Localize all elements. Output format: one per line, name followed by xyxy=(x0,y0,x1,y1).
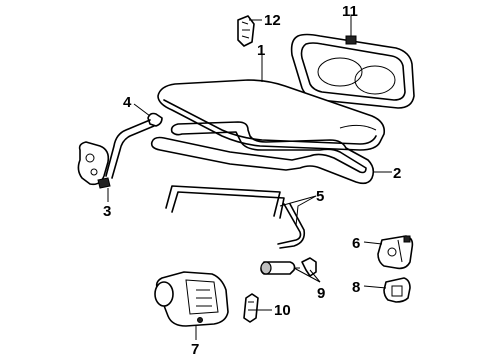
callout-4: 4 xyxy=(123,94,132,111)
callout-11: 11 xyxy=(342,3,358,20)
callout-7: 7 xyxy=(191,341,199,358)
callout-3: 3 xyxy=(103,203,111,220)
leader-lines xyxy=(107,16,392,340)
callout-6: 6 xyxy=(352,235,360,252)
callout-10: 10 xyxy=(274,302,291,319)
part-8-striker xyxy=(383,277,411,303)
callout-labels: 1 2 3 4 5 6 7 8 9 10 11 12 xyxy=(103,3,401,358)
callout-9: 9 xyxy=(317,285,325,302)
callout-1: 1 xyxy=(257,42,265,59)
part-5-support-rod xyxy=(165,185,306,249)
part-2-weatherstrip xyxy=(150,121,375,185)
callout-8: 8 xyxy=(352,279,360,296)
callout-5: 5 xyxy=(316,188,324,205)
part-3-hinge xyxy=(77,119,155,189)
part-4-bumper xyxy=(147,112,163,127)
part-11-trim-panel xyxy=(290,33,415,109)
part-1-trunk-lid xyxy=(157,79,386,151)
part-7-actuator xyxy=(154,271,229,327)
callout-2: 2 xyxy=(393,165,401,182)
part-10-clip xyxy=(243,293,259,323)
part-9-lock-cylinder xyxy=(260,257,317,277)
part-6-latch xyxy=(377,235,414,270)
part-12-clip xyxy=(237,15,255,47)
callout-12: 12 xyxy=(264,12,281,29)
